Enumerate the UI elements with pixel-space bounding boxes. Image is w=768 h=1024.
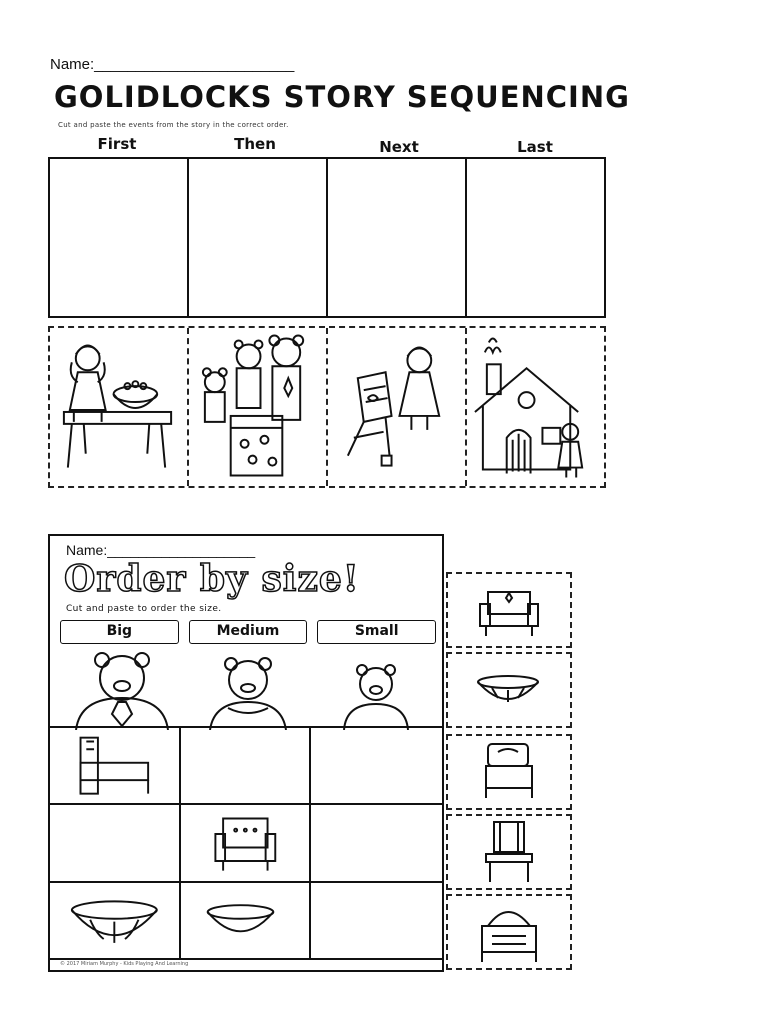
goldilocks-porridge-icon (62, 344, 173, 468)
grid-cell[interactable] (180, 728, 312, 806)
answer-box-last[interactable] (467, 159, 604, 316)
size-label-big: Big (60, 620, 179, 644)
bed-icon (481, 911, 537, 962)
sequence-answer-boxes (48, 157, 606, 318)
mama-bear-icon (209, 657, 287, 730)
answer-box-next[interactable] (328, 159, 467, 316)
picture-card[interactable] (328, 328, 467, 486)
cottage-icon (474, 337, 584, 478)
grid-cell[interactable] (50, 728, 181, 806)
worksheet-instructions: Cut and paste to order the size. (66, 604, 222, 614)
baby-bear-icon (343, 664, 409, 730)
bowl-icon (70, 900, 158, 943)
size-labels: Big Medium Small (60, 620, 437, 644)
worksheet-title: Order by size! (63, 557, 360, 601)
three-bears-bed-icon (201, 334, 305, 477)
picture-card[interactable] (467, 328, 604, 486)
size-label-medium: Medium (188, 620, 308, 644)
sequence-picture-cards (48, 326, 606, 488)
bowl-icon (206, 903, 274, 932)
cutout-card[interactable] (446, 652, 572, 728)
grid-cell[interactable] (311, 805, 442, 883)
copyright-text: © 2017 Miriam Murphy - Kids Playing And … (60, 961, 189, 967)
answer-box-first[interactable] (50, 159, 189, 316)
cutout-card[interactable] (446, 894, 572, 970)
worksheet-instructions: Cut and paste the events from the story … (58, 121, 289, 129)
papa-bear-icon (75, 652, 169, 730)
worksheet-title: GOLIDLOCKS STORY SEQUENCING (54, 80, 630, 114)
name-line: Name:___________________ (66, 542, 256, 558)
column-label-last: Last (517, 138, 553, 156)
grid-cell[interactable] (50, 805, 181, 883)
column-label-next: Next (379, 138, 419, 156)
grid-cell[interactable] (311, 728, 442, 806)
bed-icon (79, 736, 150, 795)
grid-cell[interactable] (311, 883, 442, 960)
size-label-small: Small (317, 620, 437, 644)
picture-card[interactable] (189, 328, 328, 486)
column-label-then: Then (234, 135, 276, 153)
picture-card[interactable] (50, 328, 189, 486)
bears-row (75, 652, 409, 730)
size-sort-grid (50, 726, 442, 960)
broken-chair-icon (346, 346, 441, 467)
bowl-icon (477, 675, 539, 702)
answer-box-then[interactable] (189, 159, 328, 316)
chair-icon (485, 821, 533, 882)
grid-cell[interactable] (180, 882, 312, 960)
column-label-first: First (97, 135, 137, 153)
chair-icon (479, 591, 539, 636)
cutout-card[interactable] (446, 572, 572, 648)
bed-icon (485, 743, 533, 798)
armchair-icon (214, 817, 276, 871)
name-line: Name:________________________ (50, 56, 295, 73)
grid-cell[interactable] (50, 882, 181, 960)
grid-cell[interactable] (180, 805, 312, 883)
order-by-size-worksheet: Name:___________________ Order by size! … (48, 534, 444, 972)
cutout-card[interactable] (446, 814, 572, 890)
cutout-card[interactable] (446, 734, 572, 810)
